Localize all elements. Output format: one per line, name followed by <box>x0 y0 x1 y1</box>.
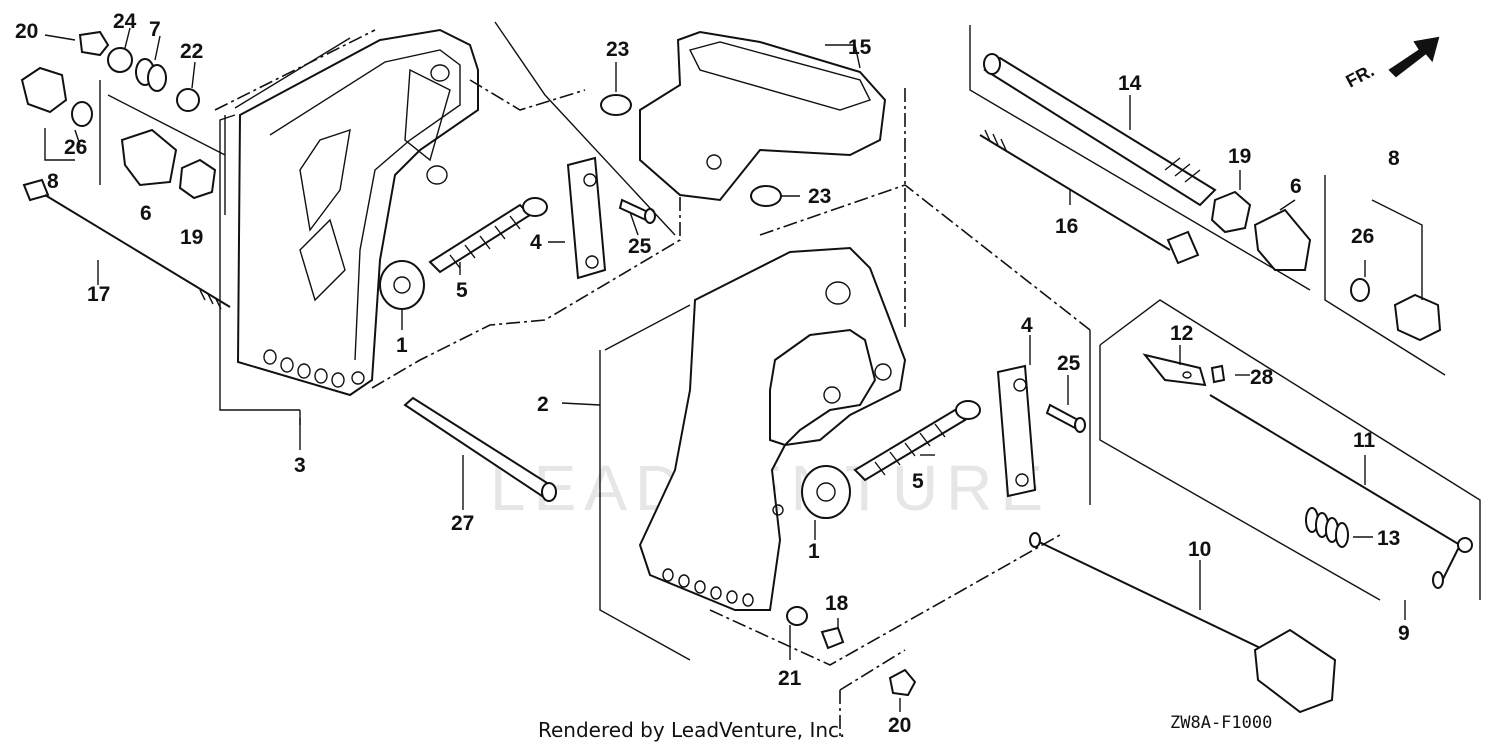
pin-lower[interactable] <box>1045 403 1086 433</box>
callouts: 20 24 7 22 26 8 6 19 17 1 5 4 25 23 23 1… <box>15 10 1410 737</box>
callout-6: 6 <box>1290 175 1302 198</box>
washer-21[interactable] <box>786 606 808 626</box>
nut-20-bottom[interactable] <box>888 668 917 697</box>
callout-4: 4 <box>530 231 542 254</box>
tilt-lever-11[interactable] <box>1209 394 1473 589</box>
spring-washer-7[interactable] <box>135 58 167 92</box>
spring-13[interactable] <box>1305 507 1349 548</box>
washer-23-upper[interactable] <box>600 94 632 116</box>
callout-14: 14 <box>1118 72 1142 95</box>
pin-upper[interactable] <box>618 198 656 224</box>
link-lower[interactable] <box>996 364 1037 498</box>
callout-8: 8 <box>47 170 59 193</box>
link-upper[interactable] <box>566 156 607 280</box>
diagram-code: ZW8A-F1000 <box>1170 713 1272 733</box>
stopper-12[interactable] <box>1142 353 1207 387</box>
nut-19-left[interactable] <box>178 158 217 200</box>
callout-5: 5 <box>912 470 924 493</box>
nut-19-right[interactable] <box>1210 190 1252 234</box>
washer-22[interactable] <box>176 88 200 112</box>
front-direction-arrow-icon <box>1388 36 1440 78</box>
nut-18[interactable] <box>820 626 845 650</box>
tilt-tube-14[interactable] <box>983 53 1217 207</box>
stern-bracket-starboard[interactable] <box>236 28 479 397</box>
nut-20-top[interactable] <box>78 30 110 57</box>
adjust-knob-upper[interactable] <box>379 260 425 310</box>
collar-8-left[interactable] <box>20 66 68 114</box>
washer-24[interactable] <box>107 47 133 73</box>
callout-10: 10 <box>1188 538 1211 561</box>
callout-26: 26 <box>1351 225 1374 248</box>
callout-20: 20 <box>888 714 911 737</box>
callout-4: 4 <box>1021 314 1033 337</box>
collar-8-right[interactable] <box>1393 293 1442 342</box>
callout-25: 25 <box>1057 352 1081 375</box>
callout-9: 9 <box>1398 622 1410 645</box>
front-direction-label: FR. <box>1342 60 1377 91</box>
pin-28[interactable] <box>1210 364 1226 384</box>
callout-11: 11 <box>1353 429 1376 452</box>
callout-18: 18 <box>825 592 849 615</box>
callout-8: 8 <box>1388 147 1400 170</box>
washer-23-lower[interactable] <box>750 185 782 207</box>
callout-12: 12 <box>1170 322 1193 345</box>
group-outlines <box>99 21 1481 740</box>
bolt-16[interactable] <box>979 129 1200 265</box>
o-ring-26-left[interactable] <box>71 101 93 127</box>
callout-25: 25 <box>628 235 652 258</box>
callout-19: 19 <box>1228 145 1251 168</box>
stern-bracket-port[interactable] <box>638 246 907 611</box>
callout-6: 6 <box>140 202 152 225</box>
swivel-bracket[interactable] <box>639 30 887 202</box>
knob-6-right[interactable] <box>1253 208 1312 271</box>
callout-23: 23 <box>808 185 831 208</box>
callout-17: 17 <box>87 283 110 306</box>
adjust-knob-lower[interactable] <box>801 465 851 519</box>
callout-23: 23 <box>606 38 629 61</box>
callout-13: 13 <box>1377 527 1400 550</box>
callout-19: 19 <box>180 226 203 249</box>
callout-2: 2 <box>537 393 549 416</box>
callout-22: 22 <box>180 40 203 63</box>
tube-27[interactable] <box>403 396 557 502</box>
callout-16: 16 <box>1055 215 1078 238</box>
callout-1: 1 <box>396 334 408 357</box>
callout-7: 7 <box>149 18 161 41</box>
thrust-screw-upper[interactable] <box>428 197 548 274</box>
o-ring-26-right[interactable] <box>1350 278 1370 302</box>
callout-26: 26 <box>64 136 87 159</box>
callout-28: 28 <box>1250 366 1274 389</box>
callout-5: 5 <box>456 279 468 302</box>
callout-1: 1 <box>808 540 820 563</box>
thrust-screw-lower[interactable] <box>853 400 981 482</box>
render-credit: Rendered by LeadVenture, Inc. <box>538 718 845 742</box>
tilt-shaft-10[interactable] <box>1029 532 1337 714</box>
callout-21: 21 <box>778 667 802 690</box>
callout-24: 24 <box>113 10 137 33</box>
callout-3: 3 <box>294 454 306 477</box>
callout-20: 20 <box>15 20 38 43</box>
callout-27: 27 <box>451 512 474 535</box>
knob-6-left[interactable] <box>120 128 178 187</box>
callout-leaders <box>44 27 1423 712</box>
callout-15: 15 <box>848 36 872 59</box>
